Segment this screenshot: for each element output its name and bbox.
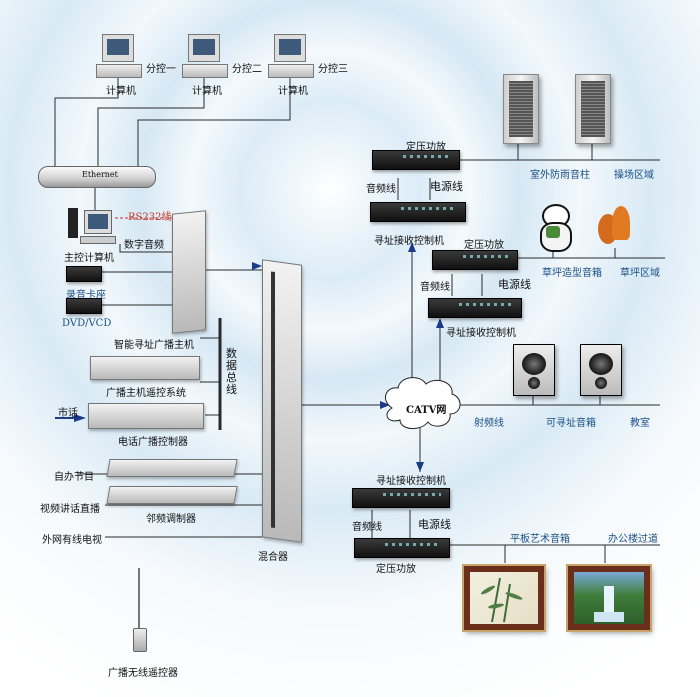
host-computer-label: 主控计算机 [64,253,114,264]
bamboo-picture [481,577,523,623]
power-line-2-label: 电源线 [498,278,531,291]
mixer [262,259,302,543]
adjacent-modulator-label: 邻频调制器 [146,514,196,525]
computer-3 [268,34,316,80]
phone-controller [88,403,204,429]
art-speaker-bamboo [462,564,546,632]
receiver-3-label: 寻址接收控制机 [376,476,446,487]
wire-pc1-ethernet [54,78,119,168]
rf-line-label: 射频线 [474,418,504,429]
amp-1-label: 定压功放 [406,142,446,153]
video-live-label: 视频讲话直播 [40,504,100,515]
ethernet-pipe [38,166,156,188]
receiver-3 [352,488,450,508]
modulator-1 [106,459,238,477]
cable-tv-label: 外网有线电视 [42,535,102,546]
outdoor-column-1 [503,74,539,144]
art-speaker-waterfall [566,564,652,632]
waterfall-picture [594,586,624,622]
remote-system-label: 广播主机遥控系统 [106,388,186,399]
amp-2-label: 定压功放 [464,240,504,251]
host-label: 智能寻址广播主机 [114,340,194,351]
squirrel-speaker [596,206,632,248]
wireless-remote-label: 广播无线遥控器 [108,668,178,679]
arrow-down-receiver3 [416,462,424,472]
computer-1-label: 计算机 [106,86,136,97]
wireless-remote [138,568,140,630]
ethernet-label: Ethernet [82,170,118,179]
data-bus-label: 数据总线 [226,347,237,396]
outdoor-column-2 [575,74,611,144]
arrow-to-catv [380,401,390,409]
audio-line-2-label: 音频线 [420,282,450,293]
amp-1 [372,150,460,170]
receiver-1 [370,202,466,222]
digital-audio-label: 数字音频 [124,240,164,251]
host-remote-system [90,356,200,380]
power-line-3-label: 电源线 [418,518,451,531]
classroom-label: 教室 [630,418,650,429]
arrow-to-mixer [252,262,262,270]
city-phone-label: 市话 [58,408,78,419]
amp-3 [354,538,450,558]
catv-label: CATV网 [406,405,447,416]
power-line-1-label: 电源线 [430,180,463,193]
addressable-speaker-label: 可寻址音箱 [546,418,596,429]
wire-pc3-ethernet [137,78,291,168]
dvd-label: DVD/VCD [62,318,112,329]
addressable-speaker-1 [513,344,555,396]
sub-control-1-label: 分控一 [146,64,176,75]
flat-art-speaker-label: 平板艺术音箱 [510,534,570,545]
host-computer [66,206,118,246]
arrow-city-phone [74,414,86,422]
dvd-player [66,298,102,314]
playground-label: 操场区域 [614,170,654,181]
wire-host-pc-host [119,244,172,253]
computer-2 [182,34,230,80]
outdoor-column-label: 室外防雨音柱 [530,170,590,181]
catv-cloud [384,377,461,429]
recorder-label: 录音卡座 [66,290,106,301]
receiver-2-label: 寻址接收控制机 [446,328,516,339]
mixer-label: 混合器 [258,552,288,563]
arrow-up-receiver1 [408,242,416,252]
sub-control-3-label: 分控三 [318,64,348,75]
lawn-area-label: 草坪区域 [620,268,660,279]
amp-2 [432,250,518,270]
computer-1 [96,34,144,80]
audio-line-3-label: 音频线 [352,522,382,533]
arrow-up-receiver2 [436,318,444,328]
receiver-1-label: 寻址接收控制机 [374,236,444,247]
panda-speaker [538,204,572,252]
computer-2-label: 计算机 [192,86,222,97]
wire-pc2-ethernet [97,78,205,168]
lawn-speaker-label: 草坪造型音箱 [542,268,602,279]
amp-3-label: 定压功放 [376,564,416,575]
modulator-2 [106,486,238,504]
audio-line-1-label: 音频线 [366,184,396,195]
sub-control-2-label: 分控二 [232,64,262,75]
office-corridor-label: 办公楼过道 [608,534,658,545]
receiver-2 [428,298,522,318]
phone-controller-label: 电话广播控制器 [118,437,188,448]
computer-3-label: 计算机 [278,86,308,97]
broadcast-host [172,210,206,334]
rs232-label: RS232线 [128,212,172,223]
self-program-label: 自办节目 [54,472,94,483]
addressable-speaker-2 [580,344,622,396]
remote-body [133,628,147,652]
recorder [66,266,102,282]
